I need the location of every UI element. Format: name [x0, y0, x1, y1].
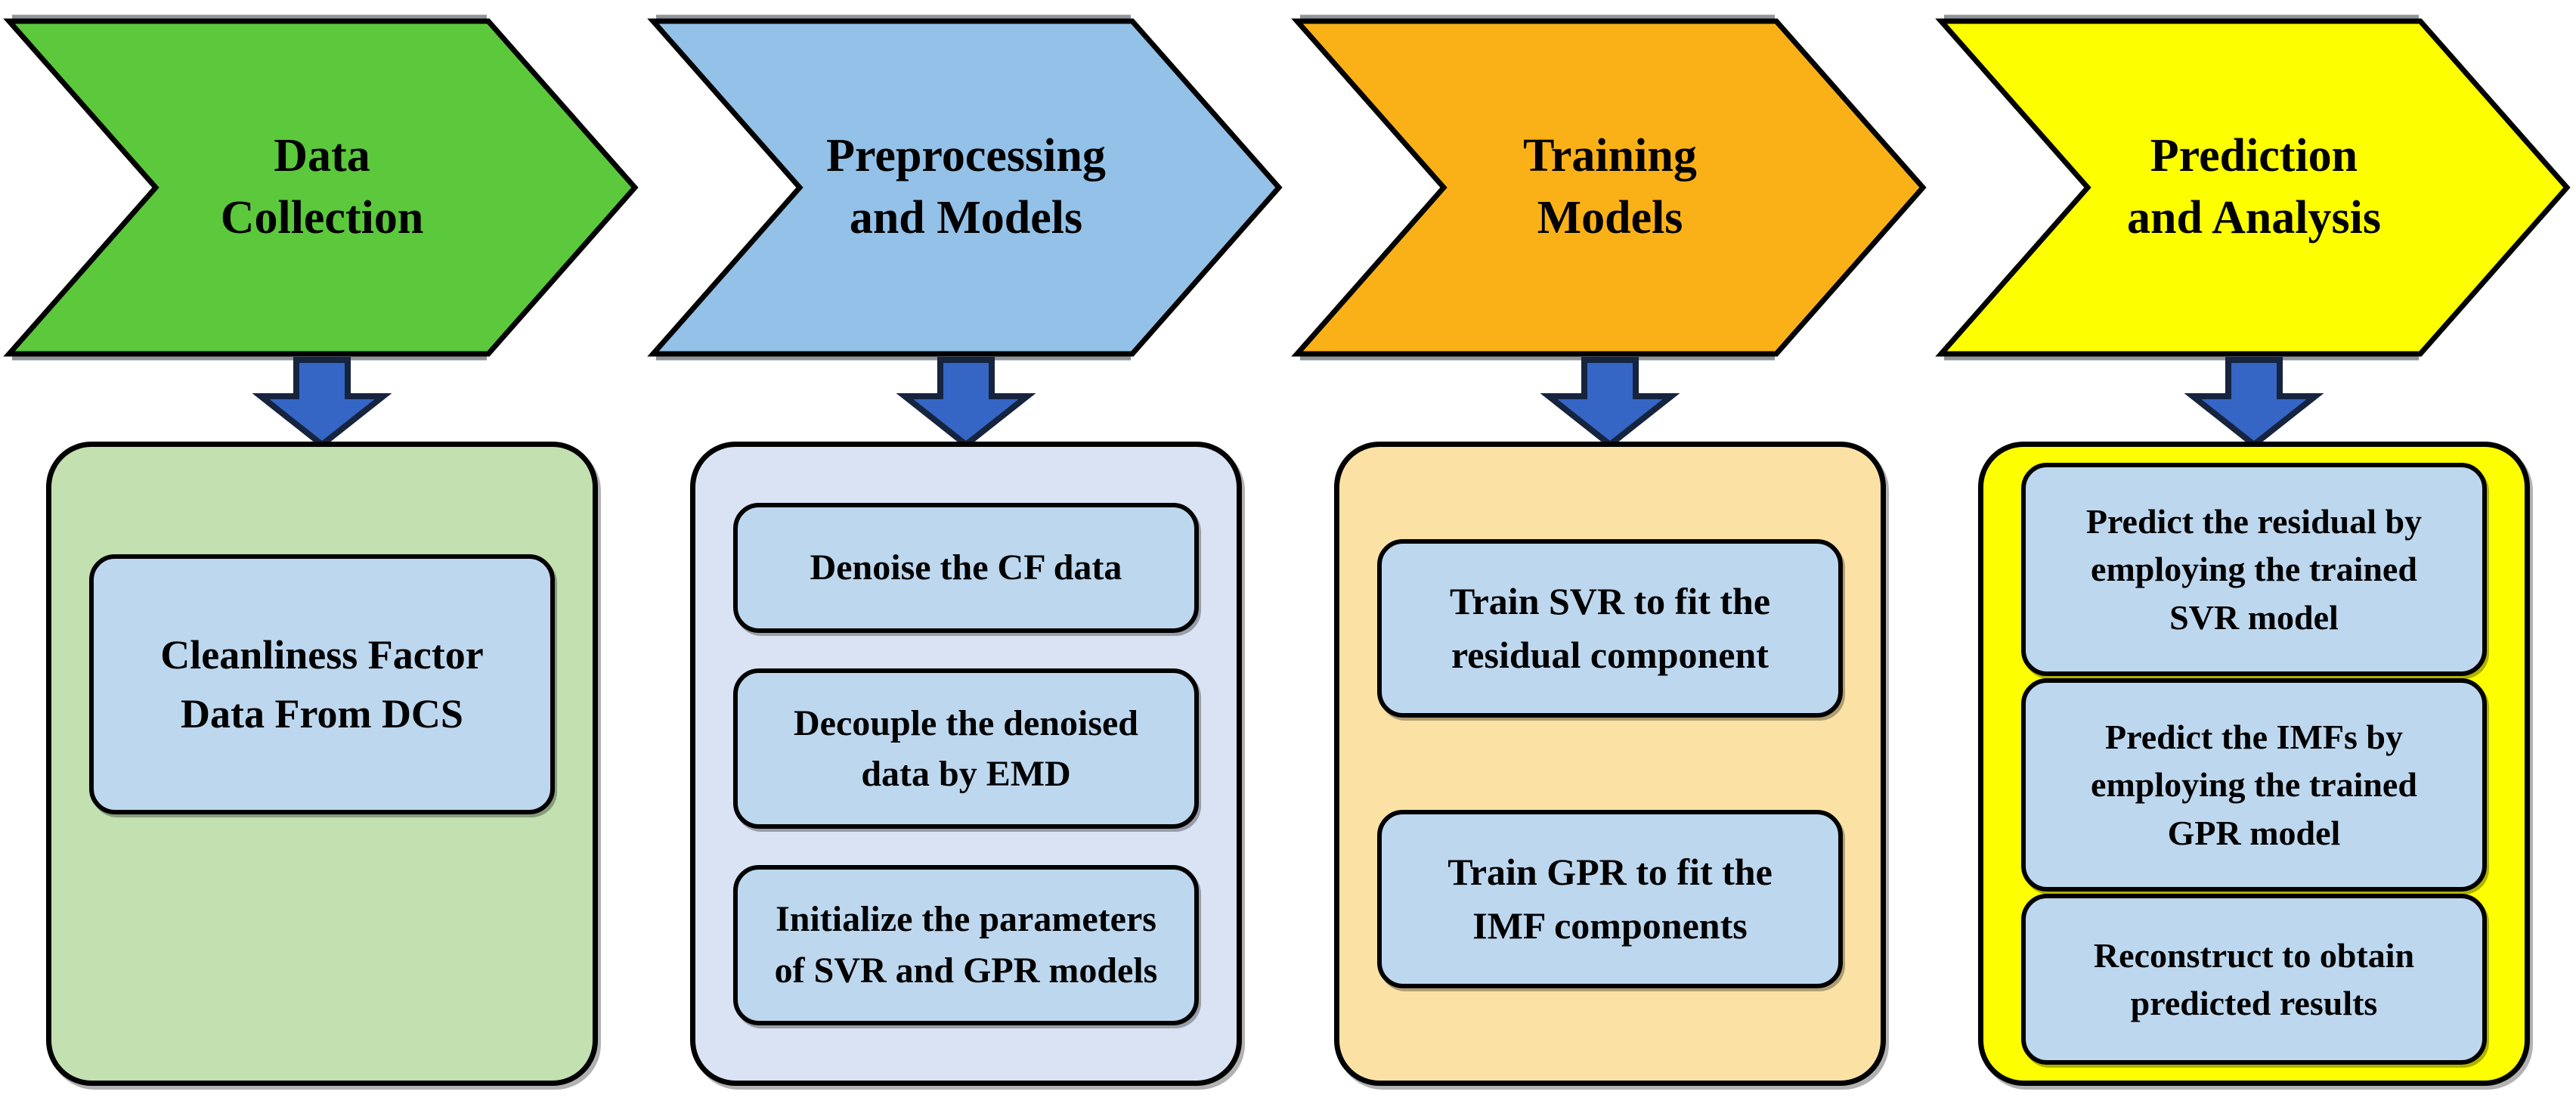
step-item: Reconstruct to obtain predicted results: [2021, 894, 2487, 1065]
step-text: Predict the IMFs by employing the traine…: [2091, 717, 2417, 852]
step-text: Initialize the parameters of SVR and GPR…: [774, 899, 1158, 991]
chevron-shape: [3, 18, 639, 357]
stage-box-prediction: Predict the residual by employing the tr…: [1978, 442, 2530, 1086]
column-prediction-and-analysis: Prediction and Analysis Predict the resi…: [1932, 0, 2576, 1104]
step-text: Train GPR to fit the IMF components: [1447, 851, 1773, 947]
stage-box-training: Train SVR to fit the residual component …: [1334, 442, 1886, 1086]
down-arrow-shape: [2184, 357, 2324, 449]
chevron-training: [1291, 14, 1927, 361]
chevron-shape: [1935, 18, 2571, 357]
chevron-shape: [647, 18, 1283, 357]
step-item: Train GPR to fit the IMF components: [1377, 810, 1843, 988]
down-arrow-outline: [1540, 357, 1680, 449]
down-arrow-shape: [252, 357, 392, 449]
stage-box-preprocessing: Denoise the CF data Decouple the denoise…: [690, 442, 1242, 1086]
step-text: Cleanliness Factor Data From DCS: [160, 631, 484, 737]
step-item: Train SVR to fit the residual component: [1377, 539, 1843, 718]
step-item: Predict the residual by employing the tr…: [2021, 463, 2487, 676]
down-arrow-shape: [1540, 357, 1680, 449]
column-data-collection: Data Collection Cleanliness Factor Data …: [0, 0, 644, 1104]
step-item: Predict the IMFs by employing the traine…: [2021, 678, 2487, 892]
column-preprocessing-and-models: Preprocessing and Models Denoise the CF …: [644, 0, 1288, 1104]
down-arrow-icon: [896, 357, 1036, 449]
down-arrow-icon: [1540, 357, 1680, 449]
chevron-label-prediction: Prediction and Analysis: [2126, 130, 2381, 243]
step-text: Reconstruct to obtain predicted results: [2093, 935, 2415, 1022]
down-arrow-outline: [252, 357, 392, 449]
chevron-label-preprocessing: Preprocessing and Models: [826, 130, 1106, 243]
step-text: Decouple the denoised data by EMD: [794, 702, 1138, 794]
step-text: Denoise the CF data: [810, 547, 1122, 588]
down-arrow-shape: [896, 357, 1036, 449]
step-item: Cleanliness Factor Data From DCS: [89, 554, 555, 814]
step-text: Train SVR to fit the residual component: [1449, 580, 1771, 676]
chevron-shape: [1291, 18, 1927, 357]
chevron-preprocessing: [647, 14, 1283, 361]
chevron-prediction: [1935, 14, 2571, 361]
stage-box-data-collection: Cleanliness Factor Data From DCS: [46, 442, 598, 1086]
step-item: Decouple the denoised data by EMD: [733, 668, 1199, 829]
down-arrow-icon: [2184, 357, 2324, 449]
step-item: Initialize the parameters of SVR and GPR…: [733, 864, 1199, 1025]
step-item: Denoise the CF data: [733, 502, 1199, 633]
down-arrow-outline: [896, 357, 1036, 449]
down-arrow-icon: [252, 357, 392, 449]
step-text: Predict the residual by employing the tr…: [2085, 501, 2423, 637]
down-arrow-outline: [2184, 357, 2324, 449]
chevron-data-collection: [3, 14, 639, 361]
chevron-label-data-collection: Data Collection: [220, 130, 424, 243]
chevron-label-training: Training Models: [1523, 130, 1697, 243]
column-training-models: Training Models Train SVR to fit the res…: [1288, 0, 1932, 1104]
